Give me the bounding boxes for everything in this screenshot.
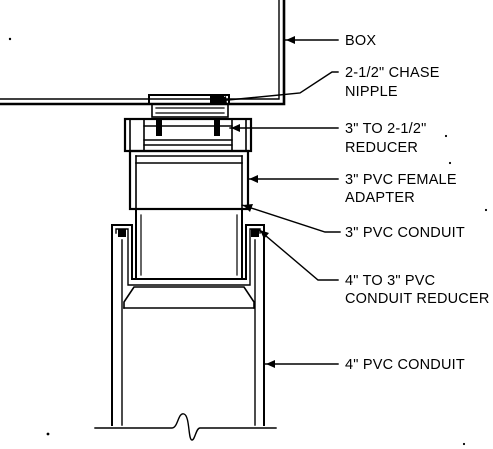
arrowheads: [216, 36, 295, 368]
label-female-adapter-line2: ADAPTER: [345, 190, 415, 206]
label-reducer-line1: 3" TO 2-1/2": [345, 121, 426, 137]
label-chase-nipple-line1: 2-1/2" CHASE: [345, 65, 440, 81]
conduit-3-inch: [135, 208, 243, 279]
label-conduit-3: 3" PVC CONDUIT: [345, 225, 465, 241]
drafting-specks: [8, 37, 488, 446]
label-conduit-4: 4" PVC CONDUIT: [345, 357, 465, 373]
break-line: [94, 413, 277, 441]
conduit-reducer-4-to-3: [111, 224, 265, 309]
female-adapter: [128, 149, 250, 211]
label-conduit-reducer-line1: 4" TO 3" PVC: [345, 273, 435, 289]
label-chase-nipple-line2: NIPPLE: [345, 84, 398, 100]
reducer-3-to-2-half: [123, 117, 253, 153]
box-outline: [0, 0, 286, 106]
label-reducer-line2: REDUCER: [345, 140, 418, 156]
conduit-4-inch: [111, 232, 265, 426]
label-box: BOX: [345, 33, 376, 49]
leader-lines: [217, 39, 341, 365]
label-conduit-reducer-line2: CONDUIT REDUCER: [345, 291, 490, 307]
label-female-adapter-line1: 3" PVC FEMALE: [345, 172, 457, 188]
